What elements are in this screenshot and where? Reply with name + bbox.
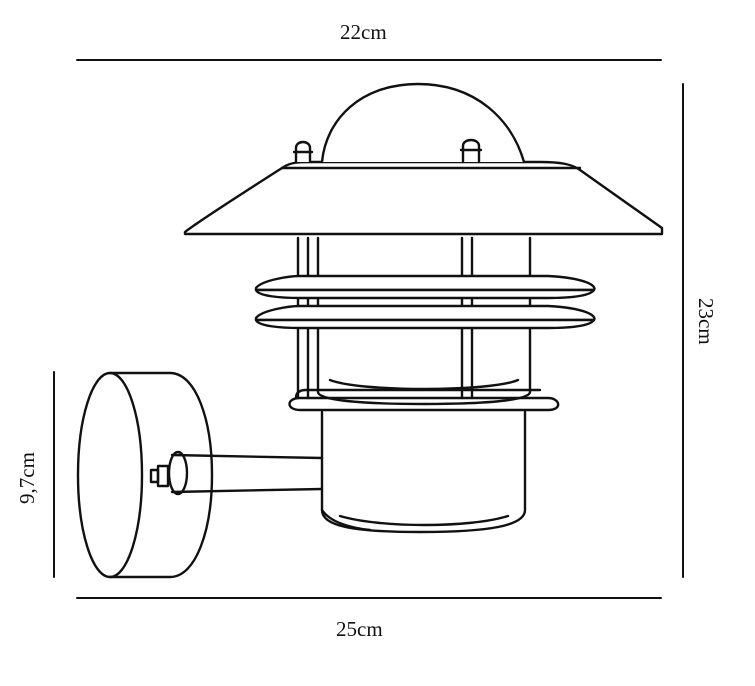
glass-cylinder (316, 236, 532, 406)
roof-screws (292, 138, 483, 164)
lantern-base (288, 388, 560, 534)
mounting-arm (149, 450, 324, 496)
dome-top (320, 82, 526, 164)
height-label: 23cm (694, 298, 718, 345)
top-width-label: 22cm (340, 20, 387, 44)
roof-shade (183, 160, 664, 236)
louver-ring-lower (254, 304, 596, 330)
louver-ring-upper (254, 274, 596, 300)
bracket-height-label: 9,7cm (15, 452, 39, 504)
bottom-width-label: 25cm (336, 617, 383, 641)
wall-plate (76, 371, 214, 579)
